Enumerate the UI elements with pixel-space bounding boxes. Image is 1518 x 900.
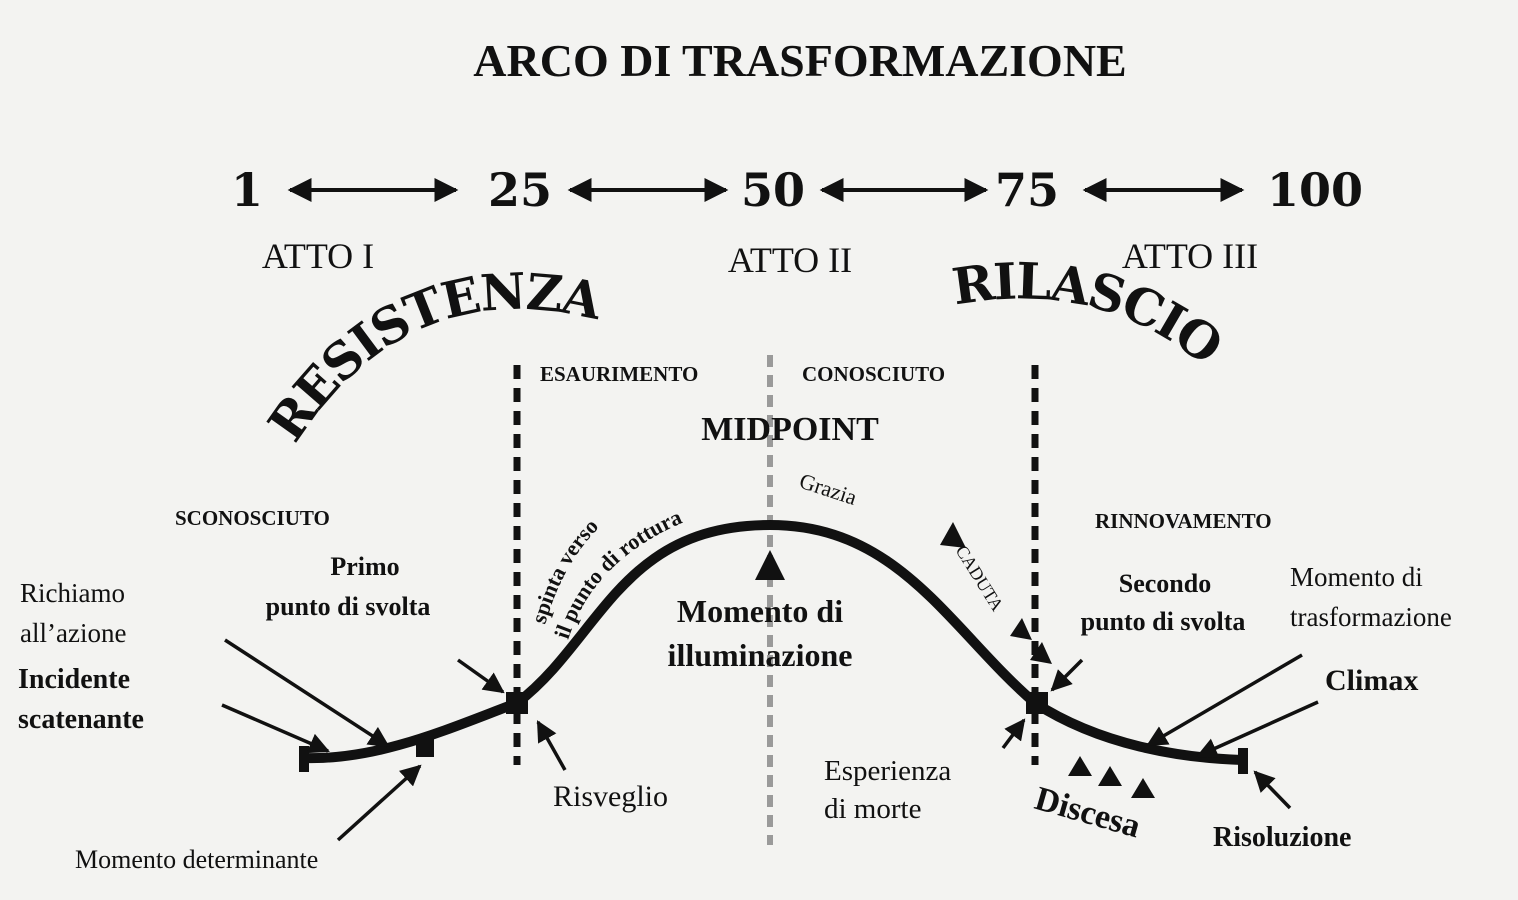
arrow-icon bbox=[1253, 770, 1292, 810]
scale-50: 50 bbox=[741, 163, 805, 217]
arc-label-resistenza: RESISTENZA bbox=[256, 261, 607, 451]
label-rinnovamento: RINNOVAMENTO bbox=[1095, 509, 1272, 533]
triangle-icon bbox=[1030, 642, 1052, 664]
label-illuminazione-2: illuminazione bbox=[668, 637, 853, 673]
diagram-title: ARCO DI TRASFORMAZIONE bbox=[473, 35, 1126, 86]
label-secondo-1: Secondo bbox=[1119, 569, 1211, 598]
point-marker bbox=[506, 692, 528, 714]
label-richiamo-2: all’azione bbox=[20, 618, 126, 648]
pointer-arrows bbox=[221, 638, 1319, 842]
arc-curve bbox=[304, 519, 1243, 765]
triangle-icon bbox=[1098, 766, 1122, 786]
arrow-icon bbox=[536, 720, 567, 771]
point-marker bbox=[416, 739, 434, 757]
label-grazia: Grazia bbox=[796, 468, 860, 510]
label-primo-2: punto di svolta bbox=[266, 592, 431, 621]
midpoint-label: MIDPOINT bbox=[701, 411, 879, 448]
label-discesa: Discesa bbox=[1031, 780, 1145, 845]
label-esperienza-2: di morte bbox=[824, 793, 921, 825]
act-2-label: ATTO II bbox=[728, 240, 852, 280]
arrow-icon bbox=[224, 638, 390, 748]
label-risoluzione: Risoluzione bbox=[1213, 822, 1351, 853]
arrow-icon bbox=[1050, 658, 1084, 692]
label-caduta: CADUTA bbox=[952, 542, 1008, 615]
arrow-icon bbox=[221, 703, 330, 754]
triangle-icon bbox=[755, 550, 785, 580]
point-marker bbox=[1026, 692, 1048, 714]
zone-esaurimento: ESAURIMENTO bbox=[540, 362, 698, 386]
label-esperienza-1: Esperienza bbox=[824, 755, 951, 787]
zone-conosciuto: CONOSCIUTO bbox=[802, 362, 945, 386]
scale-75: 75 bbox=[995, 163, 1059, 217]
triangle-icon bbox=[940, 522, 966, 548]
label-climax: Climax bbox=[1325, 664, 1418, 697]
scale-1: 1 bbox=[231, 163, 263, 217]
label-incidente-2: scatenante bbox=[18, 704, 144, 735]
scale-row: 1 25 50 75 100 bbox=[231, 163, 1363, 217]
label-trasformazione-1: Momento di bbox=[1290, 562, 1423, 592]
label-incidente-1: Incidente bbox=[18, 664, 130, 695]
label-trasformazione-2: trasformazione bbox=[1290, 602, 1452, 632]
triangle-icon bbox=[1010, 618, 1032, 640]
curve-markers bbox=[299, 692, 1248, 774]
triangle-icon bbox=[1131, 778, 1155, 798]
label-momento-determinante: Momento determinante bbox=[75, 845, 318, 874]
triangle-markers bbox=[755, 522, 1155, 798]
arrow-icon bbox=[456, 658, 505, 694]
triangle-icon bbox=[1068, 756, 1092, 776]
scale-25: 25 bbox=[488, 163, 552, 217]
label-illuminazione-1: Momento di bbox=[677, 593, 843, 629]
arrow-icon bbox=[1146, 653, 1303, 747]
arrow-icon bbox=[1001, 718, 1026, 750]
scale-100: 100 bbox=[1267, 163, 1363, 217]
act-3-label: ATTO III bbox=[1122, 236, 1258, 276]
arrow-icon bbox=[1196, 700, 1319, 758]
label-secondo-2: punto di svolta bbox=[1081, 607, 1246, 636]
label-sconosciuto: SCONOSCIUTO bbox=[175, 506, 330, 530]
act-1-label: ATTO I bbox=[262, 236, 374, 276]
start-cap bbox=[299, 746, 309, 772]
end-cap bbox=[1238, 748, 1248, 774]
label-risveglio: Risveglio bbox=[553, 780, 668, 813]
label-primo-1: Primo bbox=[330, 552, 399, 581]
arrow-icon bbox=[336, 764, 422, 842]
label-richiamo-1: Richiamo bbox=[20, 578, 125, 608]
